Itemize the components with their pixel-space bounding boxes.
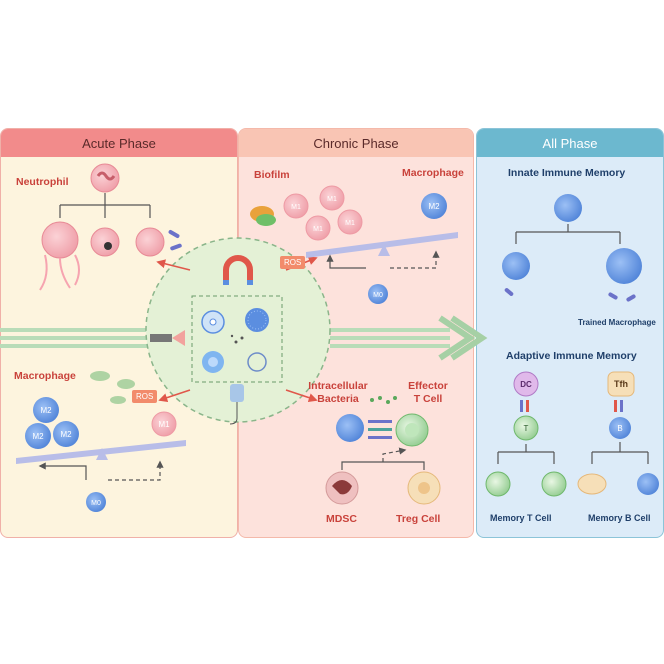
acute-m0: M0 (91, 500, 101, 507)
all-phase-title: All Phase (542, 135, 598, 151)
intracellular-bacteria-label: Intracellular Bacteria (308, 380, 368, 405)
acute-phase-title: Acute Phase (82, 135, 156, 151)
memory-t-cell-label: Memory T Cell (490, 513, 552, 523)
chronic-m1-a: M1 (291, 204, 301, 211)
chronic-m2: M2 (428, 202, 440, 211)
tfh-label: Tfh (614, 379, 628, 389)
b-label: B (617, 424, 622, 433)
chronic-macrophage-label: Macrophage (402, 167, 464, 179)
arrow-to-intracellular (285, 389, 318, 402)
innate-memory-label: Innate Immune Memory (508, 167, 626, 179)
adaptive-memory-label: Adaptive Immune Memory (506, 350, 637, 362)
chronic-m1-c: M1 (313, 226, 323, 233)
chronic-phase-title: Chronic Phase (313, 135, 399, 151)
t-label: T (524, 424, 529, 433)
neutrophil-label: Neutrophil (16, 176, 69, 188)
chronic-phase-header: Chronic Phase (239, 129, 473, 157)
all-phase-header: All Phase (477, 129, 663, 157)
acute-m1: M1 (158, 420, 170, 429)
acute-m2-b: M2 (32, 432, 44, 441)
acute-m2-c: M2 (60, 430, 72, 439)
arrow-to-macrophage (158, 389, 191, 402)
chronic-biofilm-balance (250, 185, 458, 304)
acute-phase-header: Acute Phase (1, 129, 237, 157)
memory-b-cell-label: Memory B Cell (588, 513, 651, 523)
mdsc-label: MDSC (326, 513, 357, 525)
neutrophil-group (39, 163, 182, 291)
chronic-ros-badge: ROS (280, 256, 306, 269)
chronic-m0: M0 (373, 292, 383, 299)
main-flow-arrow (0, 315, 488, 361)
acute-macrophage-balance (16, 371, 186, 512)
trained-macrophage-label: Trained Macrophage (578, 318, 656, 327)
chronic-m1-b: M1 (327, 196, 337, 203)
arrow-to-neutrophil (156, 259, 191, 271)
chronic-m1-d: M1 (345, 220, 355, 227)
dc-label: DC (520, 380, 532, 389)
effector-t-cell-label: Effector T Cell (408, 380, 448, 405)
acute-m2-a: M2 (40, 406, 52, 415)
acute-ros-badge: ROS (132, 390, 158, 403)
center-treatment-hub (145, 237, 331, 425)
chronic-t-cell-interaction (325, 396, 441, 505)
treg-cell-label: Treg Cell (396, 513, 441, 525)
acute-macrophage-label: Macrophage (14, 370, 76, 382)
biofilm-label: Biofilm (254, 169, 290, 181)
all-phase-panel: All Phase (476, 128, 664, 538)
innate-memory-diagram (502, 194, 642, 302)
adaptive-memory-diagram (485, 371, 659, 497)
